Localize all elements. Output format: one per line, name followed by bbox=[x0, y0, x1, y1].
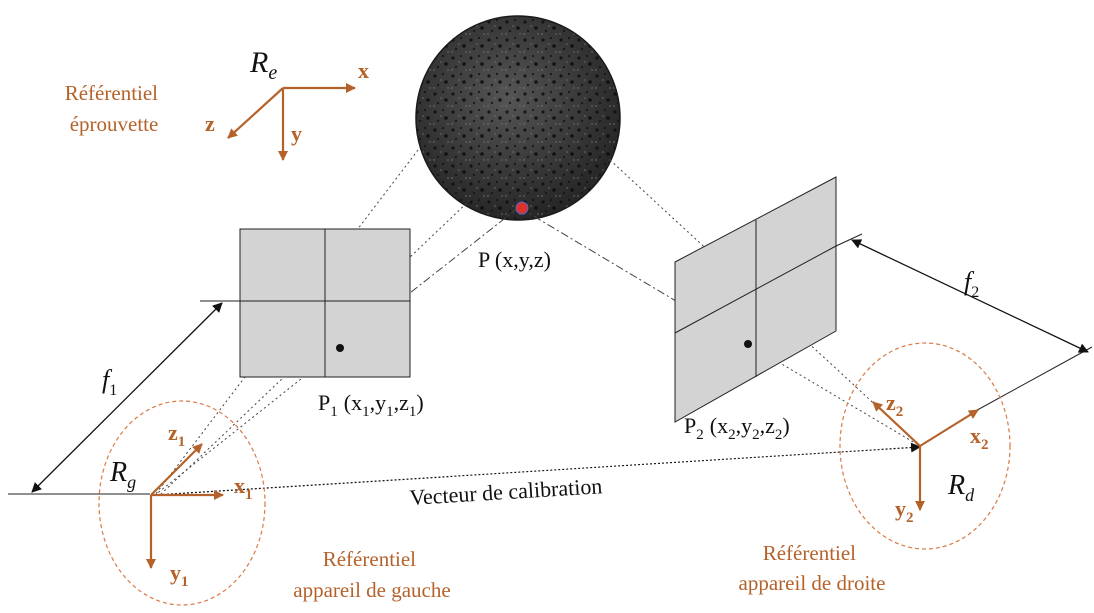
specimen-frame-symbol: Re bbox=[249, 46, 277, 84]
point-P-marker bbox=[515, 201, 529, 215]
focal-f2-label: f2 bbox=[964, 267, 979, 301]
right-axis-y-label: y2 bbox=[895, 496, 914, 526]
left-frame-label-line1: Référentiel bbox=[323, 547, 416, 571]
left-frame-axes bbox=[146, 443, 224, 569]
point-P2-marker bbox=[744, 340, 752, 348]
right-frame-label-line2: appareil de droite bbox=[739, 571, 886, 595]
specimen-frame-label: Référentiel éprouvette bbox=[65, 81, 164, 136]
specimen-sphere bbox=[415, 15, 621, 221]
left-axis-z-label: z1 bbox=[168, 420, 185, 450]
point-P2-label: P2(x2,y2,z2) bbox=[684, 413, 790, 443]
specimen-frame-label-line2: éprouvette bbox=[70, 112, 159, 136]
right-frame-label-line1: Référentiel bbox=[763, 541, 856, 565]
calibration-vector-label: Vecteur de calibration bbox=[409, 473, 603, 510]
right-frame-label: Référentiel appareil de droite bbox=[739, 541, 886, 595]
left-image-plane bbox=[200, 228, 411, 378]
specimen-axis-z-label: z bbox=[205, 111, 215, 136]
point-P-label: P (x,y,z) bbox=[478, 247, 551, 272]
point-P1-label: P1(x1,y1,z1) bbox=[318, 390, 424, 420]
right-frame-ellipse bbox=[839, 342, 1011, 550]
specimen-frame-label-line1: Référentiel bbox=[65, 81, 158, 105]
f1-dimension-arrow bbox=[31, 302, 223, 493]
specimen-axis-x-label: x bbox=[358, 58, 369, 83]
specimen-frame-axes bbox=[227, 83, 356, 161]
left-axis-y-label: y1 bbox=[170, 560, 189, 590]
left-frame-label-line2: appareil de gauche bbox=[293, 578, 450, 602]
left-frame-label: Référentiel appareil de gauche bbox=[293, 547, 450, 602]
right-axis-z-label: z2 bbox=[886, 390, 903, 420]
right-axis-x-label: x2 bbox=[970, 423, 989, 453]
right-image-plane bbox=[674, 176, 863, 423]
specimen-axis-y-label: y bbox=[291, 121, 302, 146]
right-frame-symbol: Rd bbox=[947, 470, 975, 505]
point-P1-marker bbox=[336, 344, 344, 352]
focal-f1-label: f1 bbox=[102, 365, 117, 399]
right-frame-axes bbox=[872, 401, 979, 511]
left-frame-symbol: Rg bbox=[109, 457, 136, 492]
left-axis-x-label: x1 bbox=[234, 473, 253, 503]
left-frame-ellipse bbox=[98, 400, 266, 606]
f2-dimension-arrow bbox=[851, 239, 1089, 353]
right-extension-line bbox=[969, 346, 1093, 415]
